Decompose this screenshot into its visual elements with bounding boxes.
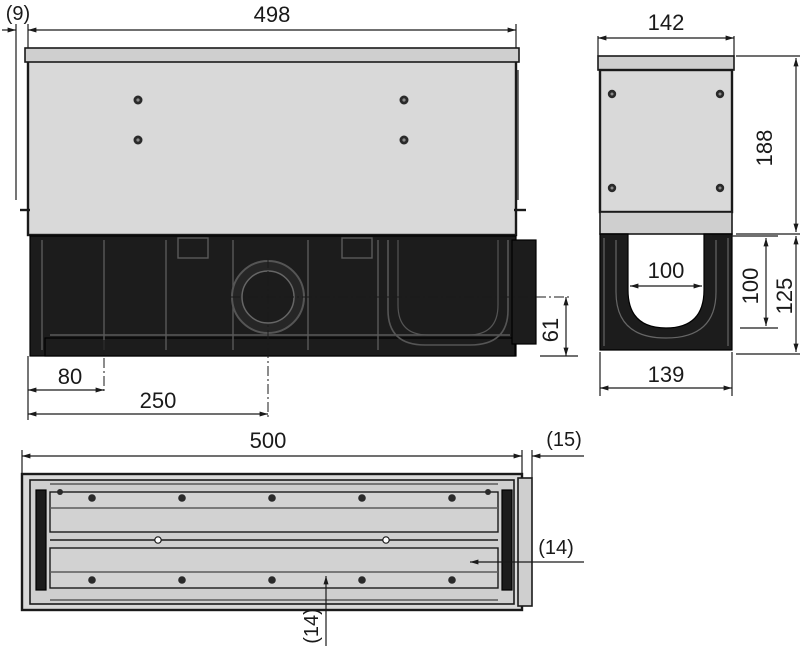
dim-length: 498 xyxy=(254,2,291,27)
dim-top-width: 142 xyxy=(648,10,685,35)
top-left-block xyxy=(35,489,47,591)
side-channel-profile xyxy=(599,233,733,351)
dim-bottom-gap: (14) xyxy=(301,608,323,644)
dim-bottom-width: 139 xyxy=(648,362,685,387)
dim-offset-b: 250 xyxy=(140,388,177,413)
front-channel-foot xyxy=(44,337,516,357)
top-screws xyxy=(57,489,491,584)
front-screws xyxy=(133,95,409,145)
top-right-block xyxy=(501,489,513,591)
front-channel-end-cap xyxy=(511,239,537,345)
side-view: 142 188 125 100 100 139 xyxy=(597,10,800,396)
dim-outlet-height: 61 xyxy=(538,318,563,342)
dim-side-gap: (14) xyxy=(538,537,574,559)
dim-total-length: 500 xyxy=(250,428,287,453)
top-end-cap xyxy=(517,477,533,607)
top-view: 500 (15) (14) (14) xyxy=(20,428,584,646)
dim-overhang: (9) xyxy=(6,3,30,25)
front-cover-top-rim xyxy=(24,47,520,63)
dim-inner-height: 100 xyxy=(738,268,763,305)
dim-end-overhang: (15) xyxy=(546,429,582,451)
side-steel-cover xyxy=(598,68,734,214)
side-screws xyxy=(607,89,725,193)
front-steel-cover xyxy=(26,58,518,237)
front-view: 498 (9) 80 250 61 xyxy=(2,2,578,420)
dim-channel-height: 125 xyxy=(772,278,797,315)
dim-total-height: 188 xyxy=(752,130,777,167)
dim-offset-a: 80 xyxy=(58,364,82,389)
front-u-profile xyxy=(387,240,509,346)
side-cover-rim xyxy=(597,55,735,71)
dim-inner-width: 100 xyxy=(648,258,685,283)
side-cover-insert xyxy=(599,211,733,235)
